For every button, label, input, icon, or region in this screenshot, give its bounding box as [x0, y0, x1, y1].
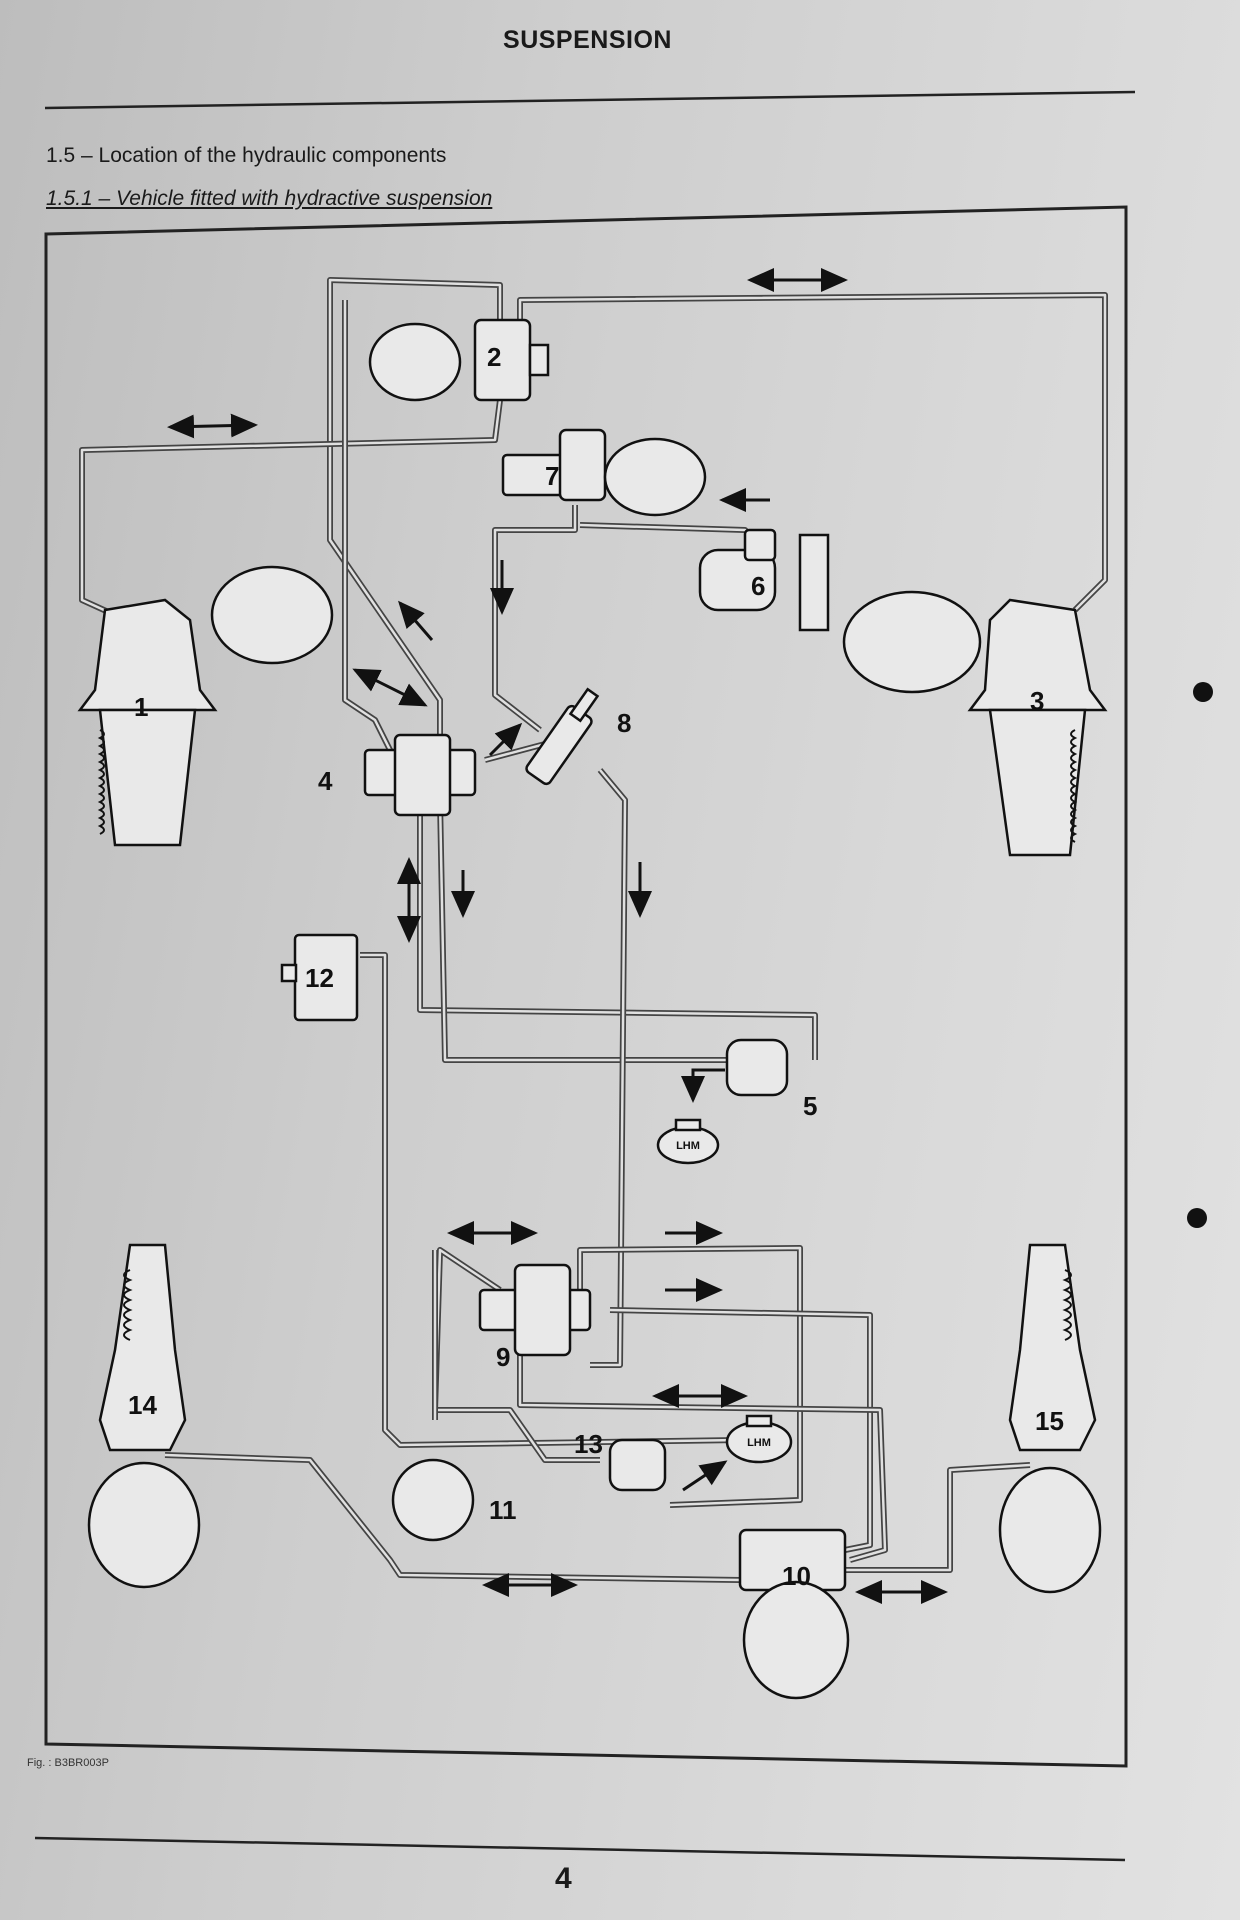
component-label-3: 3: [1030, 686, 1044, 716]
subsection-heading: 1.5.1 – Vehicle fitted with hydractive s…: [46, 187, 493, 210]
punch-hole: [1187, 1208, 1207, 1228]
page-number: 4: [555, 1862, 572, 1895]
component-label-11: 11: [489, 1495, 517, 1525]
component-label-8: 8: [617, 708, 631, 738]
hydraulic-pipes: [79, 277, 1108, 1583]
front-right-strut: [842, 590, 1108, 857]
page-title: SUSPENSION: [503, 26, 672, 54]
rear-return-manifold: LHM: [608, 1414, 793, 1492]
safety-valve: [525, 687, 600, 786]
component-label-12: 12: [305, 963, 334, 993]
rear-hydractive-regulator: [478, 1263, 592, 1357]
component-label-2: 2: [487, 342, 501, 372]
component-label-14: 14: [128, 1390, 157, 1420]
component-label-9: 9: [496, 1342, 510, 1372]
lhm-reservoir-label: LHM: [676, 1140, 700, 1152]
electrovalve: [280, 933, 359, 1022]
component-label-13: 13: [574, 1429, 603, 1459]
component-label-15: 15: [1035, 1406, 1064, 1436]
front-left-strut: [77, 565, 334, 847]
front-return-manifold: LHM: [656, 1038, 789, 1165]
figure-reference: Fig. : B3BR003P: [27, 1757, 109, 1769]
footer-rule: [34, 1836, 1126, 1862]
punch-hole: [1193, 682, 1213, 702]
lhm-reservoir-label: LHM: [747, 1437, 771, 1449]
component-label-6: 6: [751, 571, 765, 601]
rear-anti-roll-block: [738, 1528, 850, 1700]
component-label-7: 7: [545, 461, 559, 491]
rear-left-cylinder: [87, 1243, 201, 1589]
component-label-5: 5: [803, 1091, 817, 1121]
front-hydractive-regulator: [368, 318, 550, 402]
rear-sphere: [391, 1458, 475, 1542]
rear-right-cylinder: [998, 1243, 1102, 1594]
flow-arrows: [167, 268, 948, 1604]
figure-frame: [44, 205, 1128, 1768]
front-suspension-valve: [363, 733, 477, 817]
component-label-4: 4: [318, 766, 333, 796]
header-rule: [44, 90, 1136, 110]
component-label-1: 1: [134, 692, 148, 722]
pressure-regulator-accumulator: [501, 428, 707, 517]
component-label-10: 10: [782, 1561, 811, 1591]
section-heading: 1.5 – Location of the hydraulic componen…: [46, 144, 447, 167]
hydraulic-pump: [698, 528, 830, 632]
